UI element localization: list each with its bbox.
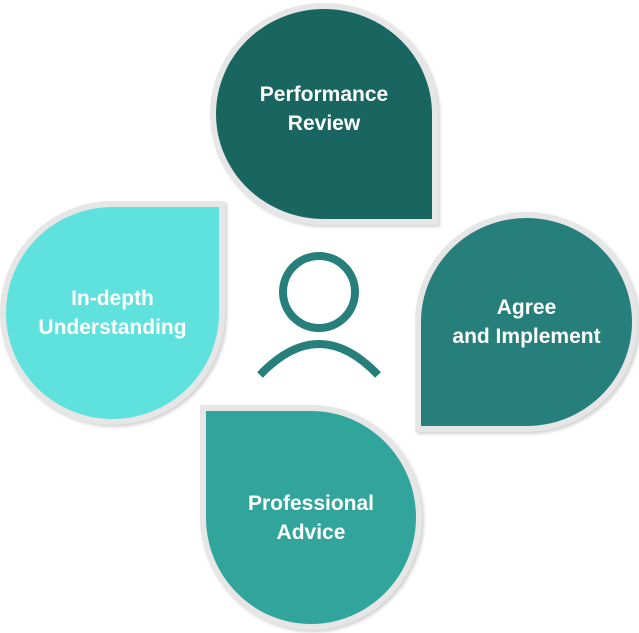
label-line: Understanding [38,316,187,339]
label-line: Advice [276,520,346,544]
step-agree-and-implement: Agree and Implement [415,212,638,432]
label-line: Professional [247,491,375,515]
label-line: Performance [259,83,389,106]
label-line: Agree [496,296,557,319]
step-label: Agree and Implement [452,293,600,351]
label-line: and Implement [452,325,601,348]
label-line: In-depth [71,287,154,310]
person-icon [257,252,381,378]
label-line: Review [287,112,361,135]
